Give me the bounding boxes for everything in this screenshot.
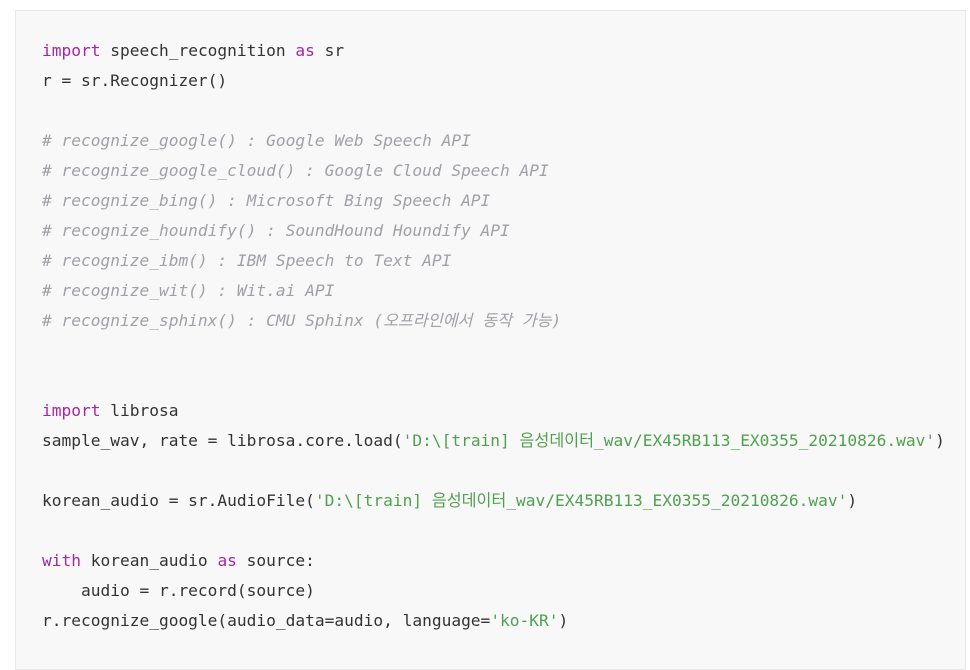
code-text: ) bbox=[847, 491, 858, 510]
code-string: 'D:\[train] 음성데이터_wav/EX45RB113_EX0355_2… bbox=[314, 491, 848, 510]
code-keyword: as bbox=[295, 41, 315, 60]
code-text: librosa bbox=[100, 401, 179, 420]
code-line: # recognize_wit() : Wit.ai API bbox=[42, 276, 945, 306]
code-line: with korean_audio as source: bbox=[42, 546, 945, 576]
code-line bbox=[42, 516, 945, 546]
code-comment: # recognize_ibm() : IBM Speech to Text A… bbox=[42, 251, 452, 270]
code-text: audio = r.record(source) bbox=[42, 581, 315, 600]
code-comment: # recognize_bing() : Microsoft Bing Spee… bbox=[42, 191, 491, 210]
code-line bbox=[42, 336, 945, 366]
code-line: # recognize_ibm() : IBM Speech to Text A… bbox=[42, 246, 945, 276]
code-line bbox=[42, 366, 945, 396]
code-text: source: bbox=[236, 551, 315, 570]
code-keyword: import bbox=[42, 41, 101, 60]
code-line: # recognize_google() : Google Web Speech… bbox=[42, 126, 945, 156]
code-block: import speech_recognition as sr r = sr.Re… bbox=[15, 10, 966, 670]
code-keyword: as bbox=[217, 551, 237, 570]
code-line: # recognize_bing() : Microsoft Bing Spee… bbox=[42, 186, 945, 216]
code-text: speech_recognition bbox=[100, 41, 296, 60]
code-text: r.recognize_google(audio_data=audio, lan… bbox=[42, 611, 491, 630]
code-line: # recognize_google_cloud() : Google Clou… bbox=[42, 156, 945, 186]
code-line: korean_audio = sr.AudioFile('D:\[train] … bbox=[42, 486, 945, 516]
code-text: korean_audio bbox=[80, 551, 218, 570]
code-comment: # recognize_sphinx() : CMU Sphinx (오프라인에… bbox=[42, 311, 562, 330]
code-text: korean_audio = sr.AudioFile( bbox=[42, 491, 315, 510]
code-line bbox=[42, 456, 945, 486]
code-lines: import speech_recognition as sr r = sr.Re… bbox=[42, 36, 945, 636]
code-line: import speech_recognition as sr bbox=[42, 36, 945, 66]
code-comment: # recognize_houndify() : SoundHound Houn… bbox=[42, 221, 510, 240]
code-text: sr bbox=[314, 41, 345, 60]
code-comment: # recognize_google() : Google Web Speech… bbox=[42, 131, 471, 150]
code-text: sample_wav, rate = librosa.core.load( bbox=[42, 431, 403, 450]
code-comment: # recognize_google_cloud() : Google Clou… bbox=[42, 161, 549, 180]
code-line: audio = r.record(source) bbox=[42, 576, 945, 606]
code-line: r = sr.Recognizer() bbox=[42, 66, 945, 96]
code-line: r.recognize_google(audio_data=audio, lan… bbox=[42, 606, 945, 636]
code-line bbox=[42, 96, 945, 126]
code-string: 'ko-KR' bbox=[490, 611, 559, 630]
code-line: import librosa bbox=[42, 396, 945, 426]
code-keyword: import bbox=[42, 401, 101, 420]
code-text: r = sr.Recognizer() bbox=[42, 71, 228, 90]
code-text: ) bbox=[558, 611, 569, 630]
code-line: # recognize_houndify() : SoundHound Houn… bbox=[42, 216, 945, 246]
code-comment: # recognize_wit() : Wit.ai API bbox=[42, 281, 335, 300]
code-line: sample_wav, rate = librosa.core.load('D:… bbox=[42, 426, 945, 456]
code-line: # recognize_sphinx() : CMU Sphinx (오프라인에… bbox=[42, 306, 945, 336]
code-text: ) bbox=[935, 431, 945, 450]
code-string: 'D:\[train] 음성데이터_wav/EX45RB113_EX0355_2… bbox=[402, 431, 936, 450]
code-keyword: with bbox=[42, 551, 81, 570]
